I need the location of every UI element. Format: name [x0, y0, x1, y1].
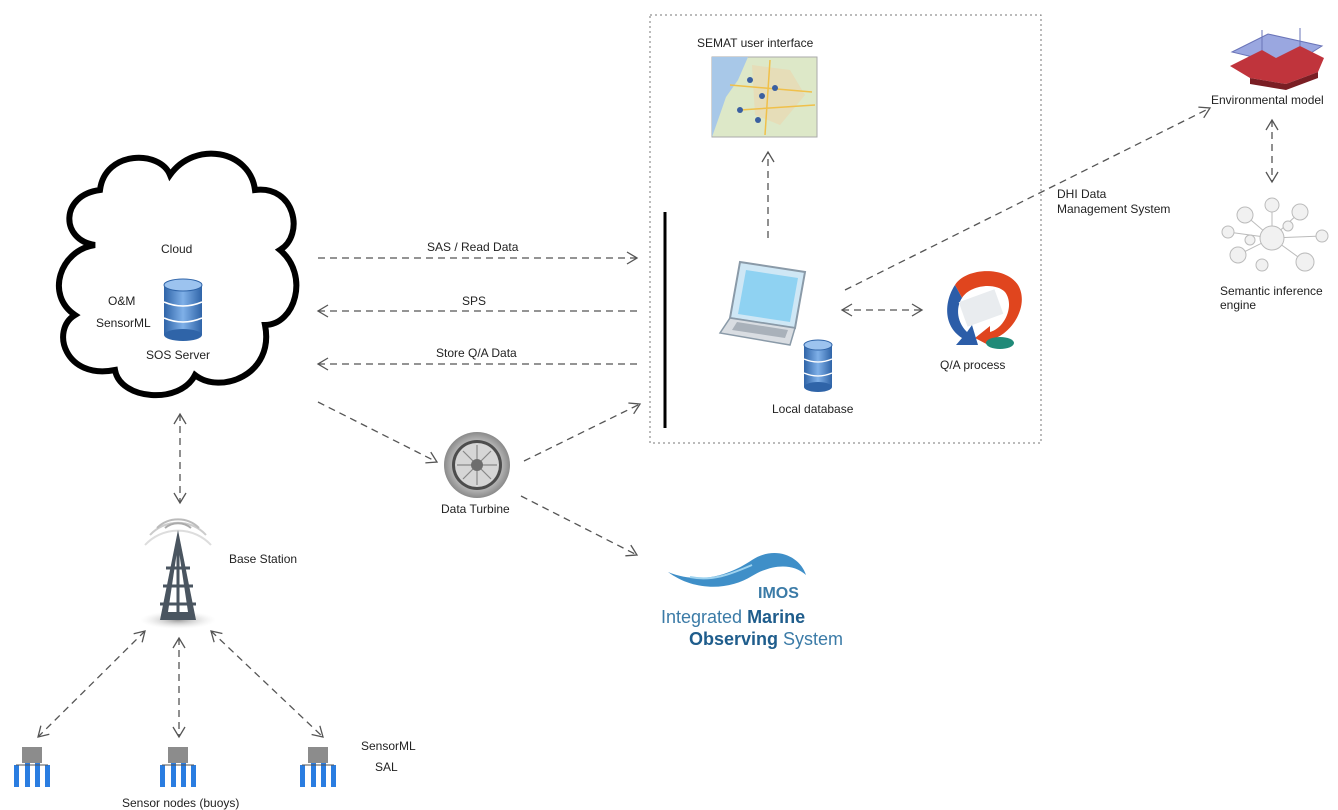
arrow-turbine-to-semat	[523, 402, 642, 462]
data-turbine-label: Data Turbine	[441, 502, 510, 516]
data-turbine-icon	[444, 432, 510, 498]
imos-word-system: System	[778, 629, 844, 649]
sensor-node-icon	[160, 747, 196, 787]
imos-name-line1: Integrated Marine	[661, 607, 805, 628]
laptop-icon	[718, 260, 807, 346]
arrow-tower-node-left	[37, 630, 146, 738]
semantic-engine-label-line1: Semantic inference	[1220, 284, 1323, 298]
arrow-turbine-to-imos	[520, 495, 639, 557]
arrow-laptop-to-env-model	[844, 106, 1212, 291]
semat-ui-label: SEMAT user interface	[697, 36, 814, 50]
imos-logo: IMOS	[668, 552, 806, 602]
arrow-cloud-to-turbine	[317, 401, 439, 464]
qa-process-icon	[947, 271, 1022, 349]
base-station-tower-icon	[140, 518, 216, 629]
sal-label: SAL	[375, 760, 398, 774]
imos-word-integrated: Integrated	[661, 607, 748, 627]
map-thumbnail	[711, 56, 818, 138]
sensor-node-icon	[300, 747, 336, 787]
sas-read-data-label: SAS / Read Data	[427, 240, 519, 254]
imos-name-line2: Observing System	[689, 629, 843, 650]
sos-server-label: SOS Server	[146, 348, 211, 362]
imos-word-marine: Marine	[747, 607, 806, 627]
semantic-engine-label-line2: engine	[1220, 298, 1257, 312]
local-database-label: Local database	[772, 402, 854, 416]
sos-database-icon	[163, 278, 203, 341]
qa-process-label: Q/A process	[940, 358, 1006, 372]
cloud-label: Cloud	[161, 242, 193, 256]
sensorml-label: SensorML	[361, 739, 416, 753]
sensor-nodes-label: Sensor nodes (buoys)	[122, 796, 240, 810]
semat-boundary-box	[649, 14, 1042, 444]
environmental-model-icon	[1230, 28, 1324, 90]
imos-word-observing: Observing	[689, 629, 779, 649]
local-database-icon	[803, 339, 833, 392]
sensorml-cloud-label: SensorML	[96, 316, 151, 330]
semantic-network-icon	[1221, 197, 1329, 272]
dhi-label-line1: DHI Data	[1057, 187, 1107, 201]
arrow-tower-node-right	[210, 630, 324, 738]
dhi-label-line2: Management System	[1057, 202, 1171, 216]
cloud-shape	[55, 150, 300, 398]
environmental-model-label: Environmental model	[1211, 93, 1324, 107]
imos-acronym: IMOS	[758, 585, 799, 602]
store-qa-data-label: Store Q/A Data	[436, 346, 517, 360]
sps-label: SPS	[462, 294, 487, 308]
sensor-node-icon	[14, 747, 50, 787]
om-label: O&M	[108, 294, 136, 308]
base-station-label: Base Station	[229, 552, 298, 566]
